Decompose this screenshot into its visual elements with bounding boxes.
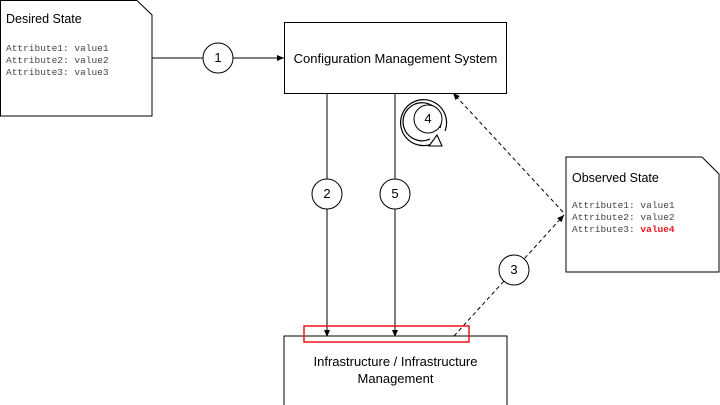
desired-attribute-row: Attribute1: value1 xyxy=(6,43,109,55)
attribute-key: Attribute3: xyxy=(6,67,69,78)
arrow-infra-to-observed xyxy=(453,214,565,337)
step-circle-2 xyxy=(311,178,343,210)
step-circle-1 xyxy=(202,42,234,74)
attribute-value: value2 xyxy=(74,55,109,66)
reconcile-loop-icon xyxy=(400,99,448,147)
cms-box: Configuration Management System xyxy=(284,22,507,94)
step-circle-3 xyxy=(498,254,530,286)
infrastructure-box-outline xyxy=(283,335,508,405)
step-circle-5 xyxy=(379,178,411,210)
attribute-value: value2 xyxy=(640,212,675,223)
infrastructure-label: Infrastructure / Infrastructure Manageme… xyxy=(285,353,506,387)
attribute-value-changed: value4 xyxy=(640,224,675,235)
step-label-4: 4 xyxy=(424,111,432,126)
observed-state-title: Observed State xyxy=(572,171,659,185)
observed-state-attributes: Attribute1: value1 Attribute2: value2 At… xyxy=(572,200,675,236)
observed-attribute-row: Attribute3: value4 xyxy=(572,224,675,236)
attribute-key: Attribute3: xyxy=(572,224,635,235)
step-label-1: 1 xyxy=(214,50,222,65)
observed-attribute-row: Attribute2: value2 xyxy=(572,212,675,224)
step-label-3: 3 xyxy=(510,262,518,277)
desired-state-title: Desired State xyxy=(6,12,82,26)
infrastructure-label-line1: Infrastructure / Infrastructure xyxy=(313,354,478,369)
attribute-key: Attribute2: xyxy=(6,55,69,66)
attribute-value: value3 xyxy=(74,67,109,78)
cms-label: Configuration Management System xyxy=(293,50,498,66)
step-label-5: 5 xyxy=(391,186,399,201)
desired-state-document xyxy=(0,0,153,117)
infrastructure-label-line2: Management xyxy=(357,371,434,386)
attribute-key: Attribute1: xyxy=(572,200,635,211)
attribute-key: Attribute1: xyxy=(6,43,69,54)
step-label-2: 2 xyxy=(323,186,331,201)
attribute-value: value1 xyxy=(640,200,675,211)
observed-state-document xyxy=(565,156,720,273)
attribute-value: value1 xyxy=(74,43,109,54)
highlight-rectangle xyxy=(303,325,470,343)
desired-attribute-row: Attribute3: value3 xyxy=(6,67,109,79)
desired-attribute-row: Attribute2: value2 xyxy=(6,55,109,67)
observed-attribute-row: Attribute1: value1 xyxy=(572,200,675,212)
arrow-observed-to-cms xyxy=(452,92,564,213)
desired-state-attributes: Attribute1: value1 Attribute2: value2 At… xyxy=(6,43,109,79)
attribute-key: Attribute2: xyxy=(572,212,635,223)
